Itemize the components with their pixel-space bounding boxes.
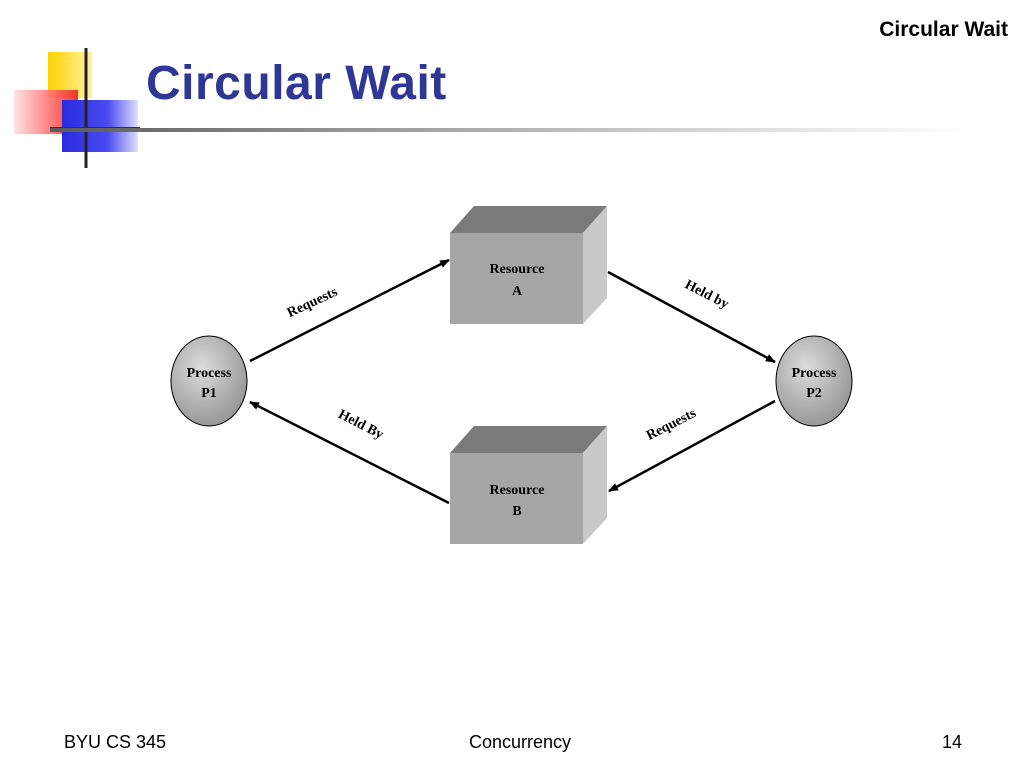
process-p2-label-line1: Process [792, 366, 837, 381]
resource-a-label-line1: Resource [490, 262, 545, 277]
process-p1-label-line2: P1 [201, 386, 217, 401]
edge-label-a-held-by: Held by [682, 278, 731, 313]
process-p1-label-line1: Process [187, 366, 232, 381]
resource-a-label-line2: A [512, 284, 523, 299]
footer-page-number: 14 [941, 732, 962, 752]
corner-title: Circular Wait [879, 18, 1008, 41]
edge-p1-requests-a [249, 258, 450, 363]
footer-course: BYU CS 345 [64, 732, 167, 752]
title-underline [50, 128, 970, 132]
edge-label-b-held-by: Held By [336, 407, 386, 442]
resource-a-box: Resource A [450, 206, 607, 324]
edge-label-p1-requests: Requests [285, 284, 340, 321]
process-p1-node: Process P1 [170, 335, 248, 427]
edge-label-p2-requests: Requests [644, 406, 699, 444]
edge-b-held-by-p1 [249, 400, 450, 505]
process-p2-label-line2: P2 [806, 386, 822, 401]
footer-topic: Concurrency [468, 732, 572, 752]
resource-b-box: Resource B [450, 426, 607, 544]
edge-p2-requests-b [608, 399, 776, 493]
edge-a-held-by-p2 [607, 270, 776, 364]
resource-b-label-line2: B [512, 504, 521, 519]
resource-b-label-line1: Resource [490, 483, 545, 498]
process-p2-node: Process P2 [775, 335, 853, 427]
slide-title: Circular Wait [146, 57, 447, 110]
